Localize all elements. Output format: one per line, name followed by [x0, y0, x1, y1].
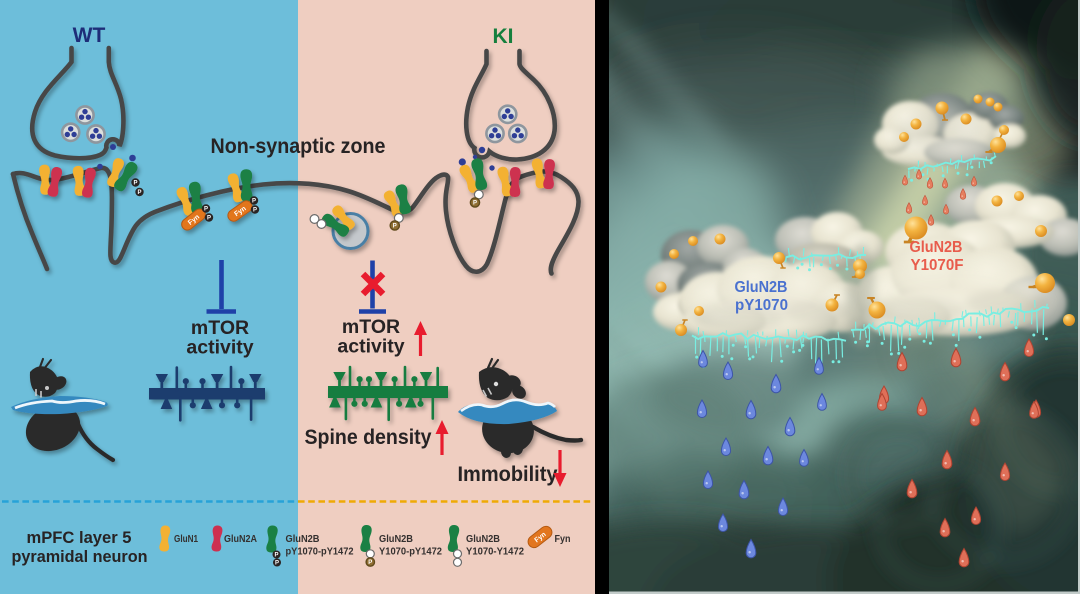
svg-text:P: P [275, 561, 279, 567]
svg-text:P: P [274, 553, 278, 559]
svg-text:P: P [252, 199, 256, 205]
svg-text:Y1070-Y1472: Y1070-Y1472 [466, 547, 525, 558]
svg-text:GluN2B: GluN2B [910, 239, 963, 256]
svg-text:pY1070-pY1472: pY1070-pY1472 [286, 547, 355, 558]
svg-text:KI: KI [493, 25, 514, 48]
svg-text:mTOR: mTOR [342, 316, 400, 338]
svg-text:mTOR: mTOR [191, 317, 249, 339]
svg-text:P: P [137, 190, 141, 196]
svg-text:P: P [473, 201, 477, 207]
svg-text:GluN2B: GluN2B [286, 534, 320, 545]
svg-text:pyramidal neuron: pyramidal neuron [12, 548, 148, 566]
svg-text:P: P [207, 216, 211, 222]
svg-text:activity: activity [337, 336, 404, 358]
svg-text:GluN2B: GluN2B [735, 279, 788, 296]
svg-text:pY1070: pY1070 [735, 297, 788, 314]
svg-text:Immobility: Immobility [458, 462, 558, 486]
svg-text:Y1070F: Y1070F [911, 257, 964, 274]
svg-text:Non-synaptic zone: Non-synaptic zone [211, 134, 386, 158]
svg-text:P: P [204, 207, 208, 213]
svg-text:GluN1: GluN1 [174, 534, 198, 545]
svg-text:P: P [393, 224, 397, 230]
svg-text:WT: WT [73, 24, 106, 47]
svg-text:activity: activity [186, 337, 253, 359]
svg-text:P: P [368, 560, 372, 566]
svg-text:Spine density: Spine density [305, 425, 432, 449]
svg-text:GluN2B: GluN2B [379, 534, 413, 545]
svg-text:mPFC layer 5: mPFC layer 5 [27, 529, 132, 547]
svg-text:P: P [253, 208, 257, 214]
svg-text:GluN2B: GluN2B [466, 534, 500, 545]
svg-text:GluN2A: GluN2A [224, 534, 257, 545]
svg-text:Y1070-pY1472: Y1070-pY1472 [379, 547, 443, 558]
svg-text:P: P [133, 181, 137, 187]
svg-text:Fyn: Fyn [555, 534, 571, 545]
